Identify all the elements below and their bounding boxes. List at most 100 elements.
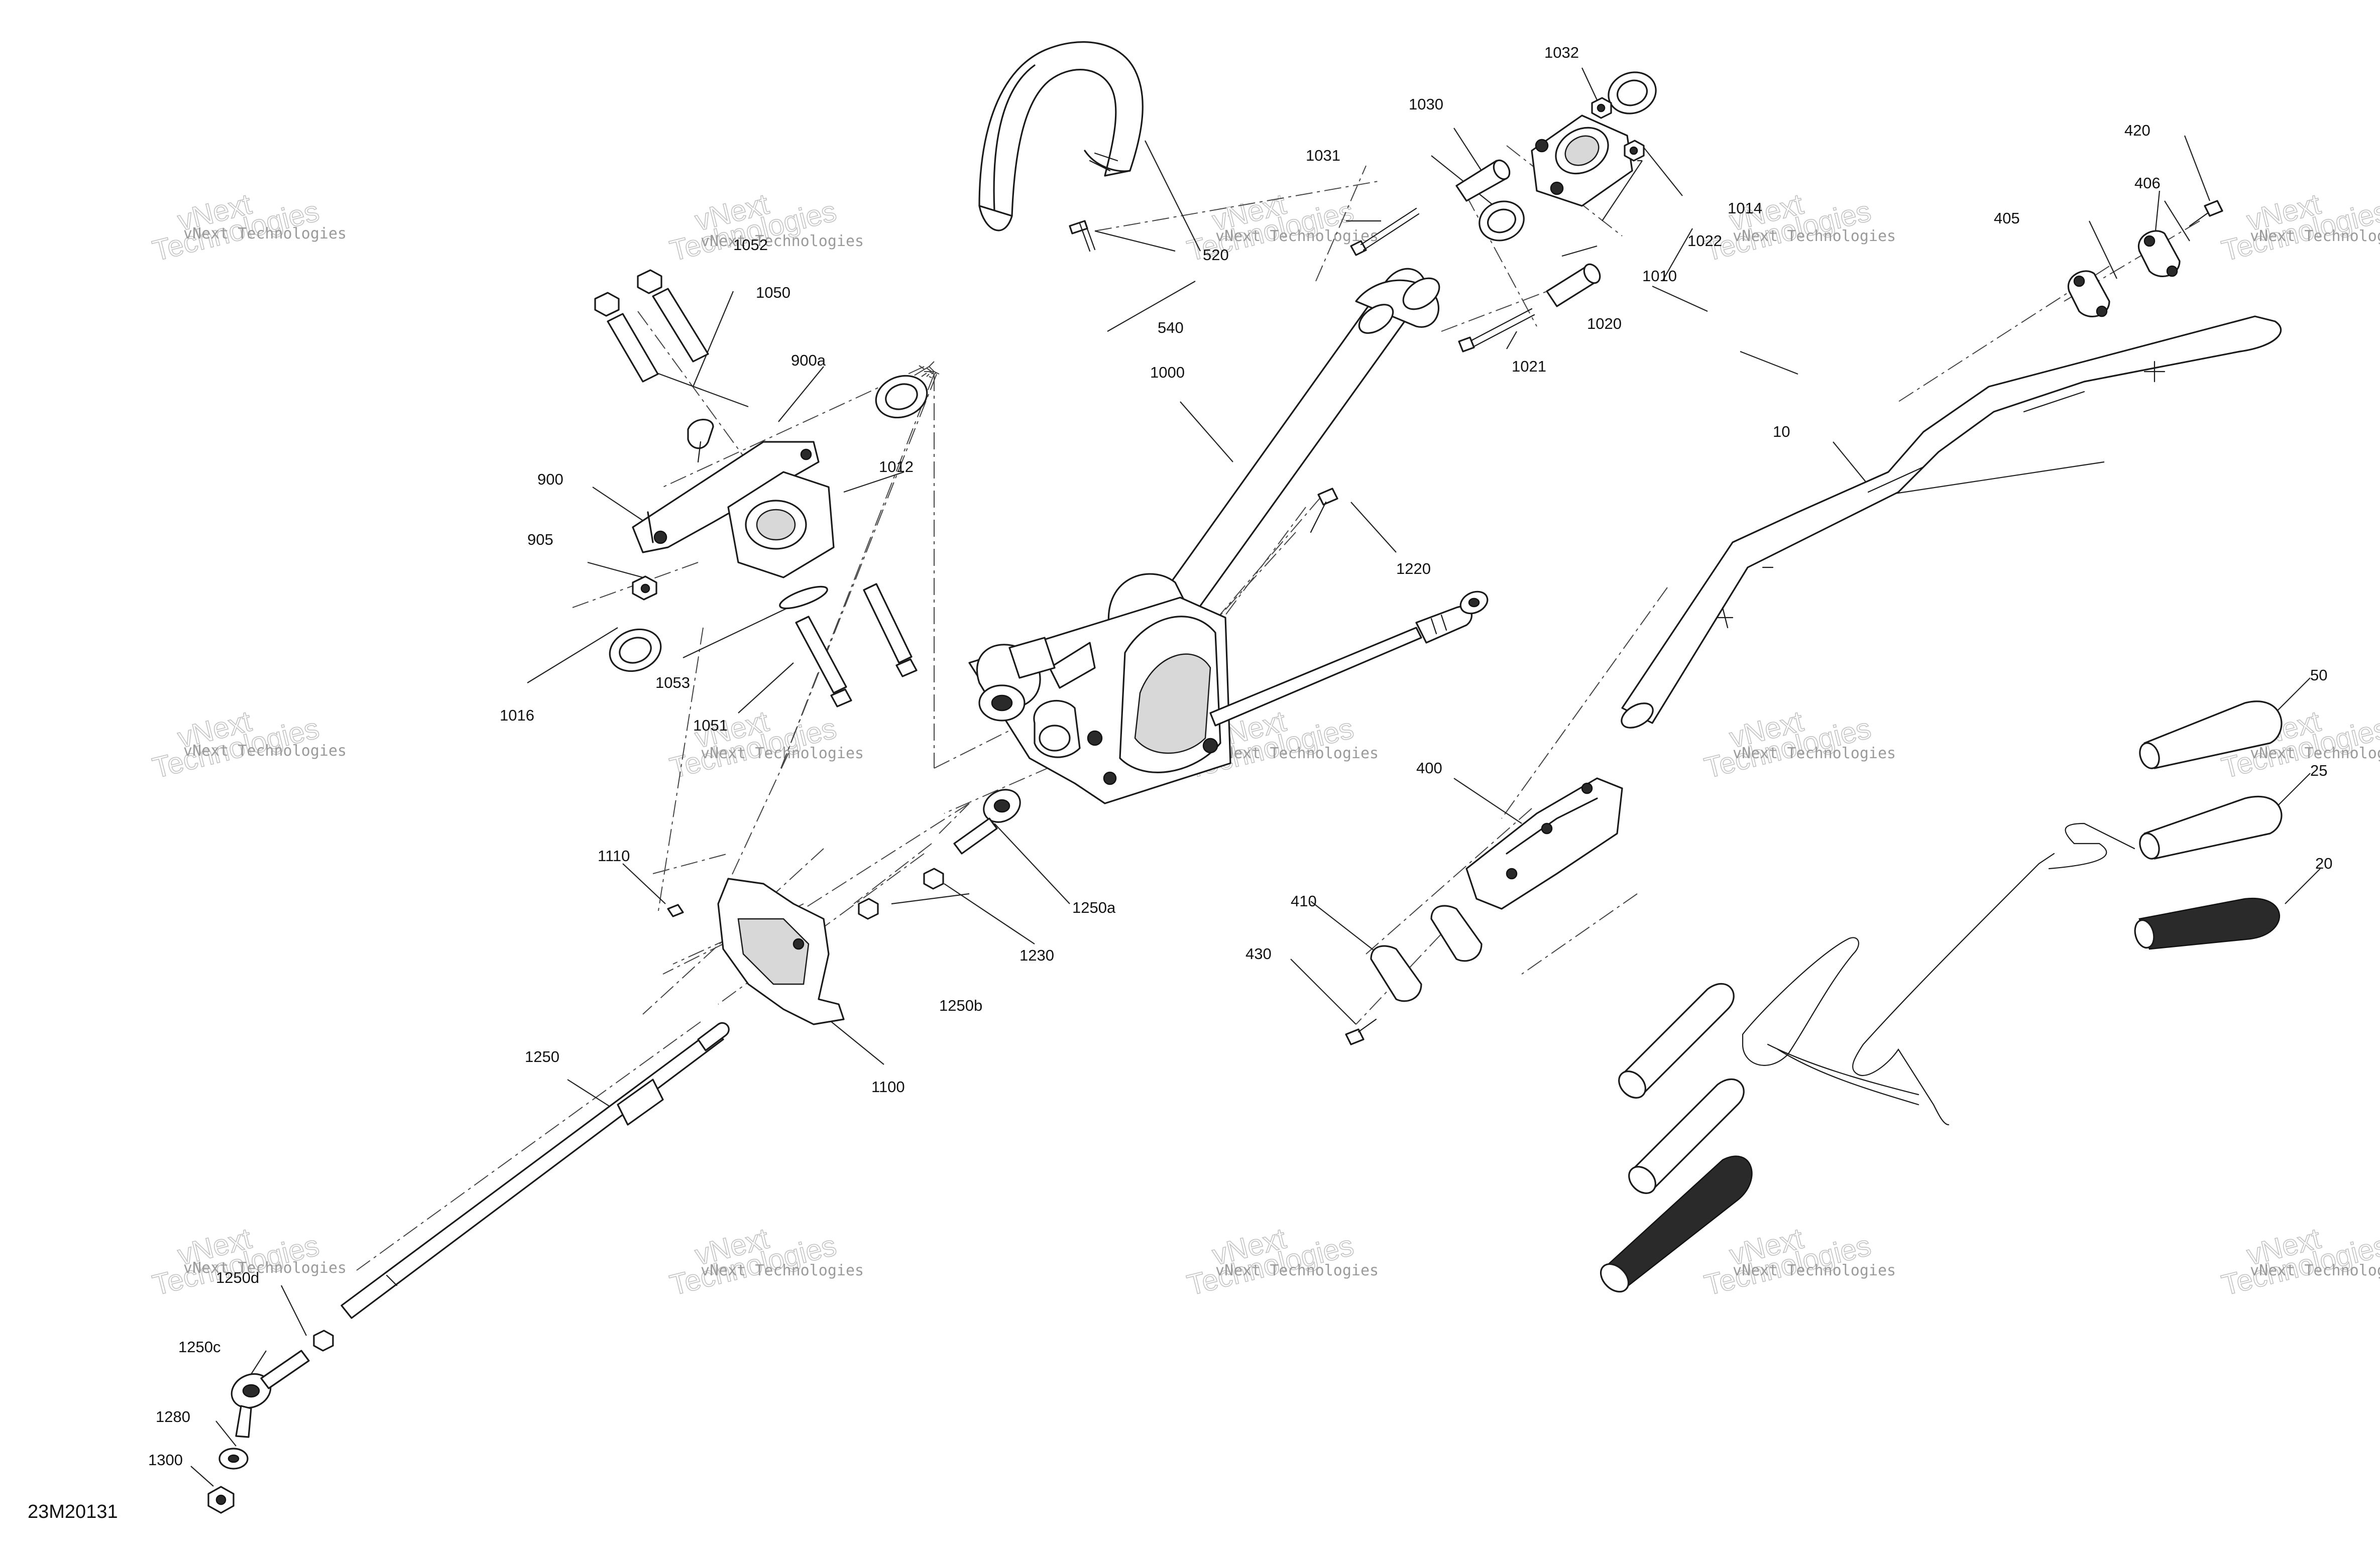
washer-1053 [779,585,828,610]
riser-400 [1465,777,1623,910]
heated-grip-20 [2048,822,2280,950]
label-1100: 1100 [871,1078,905,1096]
part-labels: 10 20 25 50 400 405 406 410 420 430 520 … [148,44,2332,1469]
ring-1014 [1608,71,1657,114]
label-1300: 1300 [148,1451,183,1469]
bolt-1220 [1310,488,1338,533]
svg-text:vNext Technologies: vNext Technologies [1733,745,1896,762]
shaft-1250 [341,1022,730,1319]
bolts-1051 [795,583,918,707]
label-1014: 1014 [1728,199,1762,217]
watermark-r3c1: vNext Technologies vNext Technologies [666,1222,864,1302]
label-520: 520 [1203,246,1229,264]
label-1021: 1021 [1512,358,1546,375]
grip-tube-25 [2139,795,2283,860]
spring-pin-900a [687,419,714,463]
handlebar-10 [1621,315,2282,729]
cover-1100 [717,878,845,1025]
label-410: 410 [1291,892,1317,910]
svg-text:vNext Technologies: vNext Technologies [701,745,864,762]
bolt-420 [2189,200,2223,227]
nut-1052a [594,292,659,383]
bolt-1021 [1458,308,1535,352]
nut-1250d [313,1330,334,1352]
bearing-block-1012 [727,471,835,578]
label-1016: 1016 [500,706,534,724]
label-1230: 1230 [1019,946,1054,964]
label-405: 405 [1994,209,2020,227]
nut-1032 [1591,97,1612,119]
label-1012: 1012 [879,458,914,476]
watermark-r2c0: vNext Technologies vNext Technologies [149,704,347,785]
label-900a: 900a [791,351,826,369]
svg-text:vNext Technologies: vNext Technologies [1733,227,1896,245]
svg-text:vNext Technologies: vNext Technologies [2250,1262,2380,1279]
bolt-430 [1345,1018,1377,1045]
screw-540 [1069,220,1096,252]
label-1010: 1010 [1642,267,1677,285]
grip-sleeve-left-b [1628,1078,1745,1194]
svg-text:vNext Technologies: vNext Technologies [701,1262,864,1279]
svg-text:vNext Technologies: vNext Technologies [701,232,864,250]
watermark-r3c3: vNext Technologies vNext Technologies [1701,1222,1896,1302]
nut-1230 [923,868,944,890]
label-20: 20 [2315,855,2332,872]
label-1030: 1030 [1409,95,1443,113]
svg-text:vNext Technologies: vNext Technologies [183,1259,347,1277]
label-1250d: 1250d [216,1269,259,1286]
watermarks: vNext Technologies vNext Technologies vN… [149,187,2380,1302]
label-1000: 1000 [1150,364,1185,381]
washer-1280 [218,1448,249,1470]
rod-end-1250a [953,789,1021,855]
bolt-1031 [1350,207,1420,256]
label-1053: 1053 [655,674,690,691]
label-905: 905 [527,531,553,548]
svg-text:vNext Technologies: vNext Technologies [1733,1262,1896,1279]
heater-wire [1742,853,2055,1126]
ring-1016 [609,628,662,672]
grip-tube-50 [2139,700,2283,769]
watermark-r1c2: vNext Technologies vNext Technologies [1184,187,1379,268]
rod-end-1250c [231,1350,310,1438]
clamp-410 [1370,905,1483,1002]
nut-1052b [637,269,709,363]
ring-1012-upper [1479,200,1525,242]
steering-column-1000 [968,268,1489,804]
label-1250: 1250 [525,1048,559,1065]
label-430: 430 [1245,945,1272,963]
diagram-code: 23M20131 [28,1501,118,1522]
label-406: 406 [2134,174,2161,192]
nut-1022 [1624,140,1645,162]
svg-text:vNext Technologies: vNext Technologies [1215,1262,1379,1279]
nut-1300 [207,1486,235,1514]
label-540: 540 [1158,319,1184,336]
label-1250a: 1250a [1072,899,1116,916]
label-1032: 1032 [1544,44,1579,61]
watermark-r3c2: vNext Technologies vNext Technologies [1184,1222,1379,1302]
label-400: 400 [1416,759,1442,777]
label-1020: 1020 [1587,315,1622,332]
watermark-r3c4: vNext Technologies vNext Technologies [2218,1222,2380,1302]
label-1220: 1220 [1396,560,1431,577]
label-1050: 1050 [756,284,790,301]
grip-sleeve-left-a [1618,983,1735,1099]
ring-1012 [875,375,928,419]
spacer-1020 [1546,263,1601,307]
label-1022: 1022 [1687,232,1722,250]
label-1250c: 1250c [178,1338,220,1356]
label-1051: 1051 [693,717,728,734]
clamp-1010 [1531,114,1633,207]
heated-grip-left [1600,1155,1753,1293]
label-900: 900 [537,470,563,488]
label-1110: 1110 [598,847,630,865]
svg-text:vNext Technologies: vNext Technologies [183,742,347,760]
screw-1110 [667,904,684,917]
watermark-r1c4: vNext Technologies vNext Technologies [2218,187,2380,268]
grab-handle-520 [978,41,1144,231]
clamp-406 [2137,230,2181,277]
label-25: 25 [2310,762,2327,779]
label-1280: 1280 [156,1408,190,1426]
nut-1250b [858,898,879,920]
label-420: 420 [2124,122,2150,139]
